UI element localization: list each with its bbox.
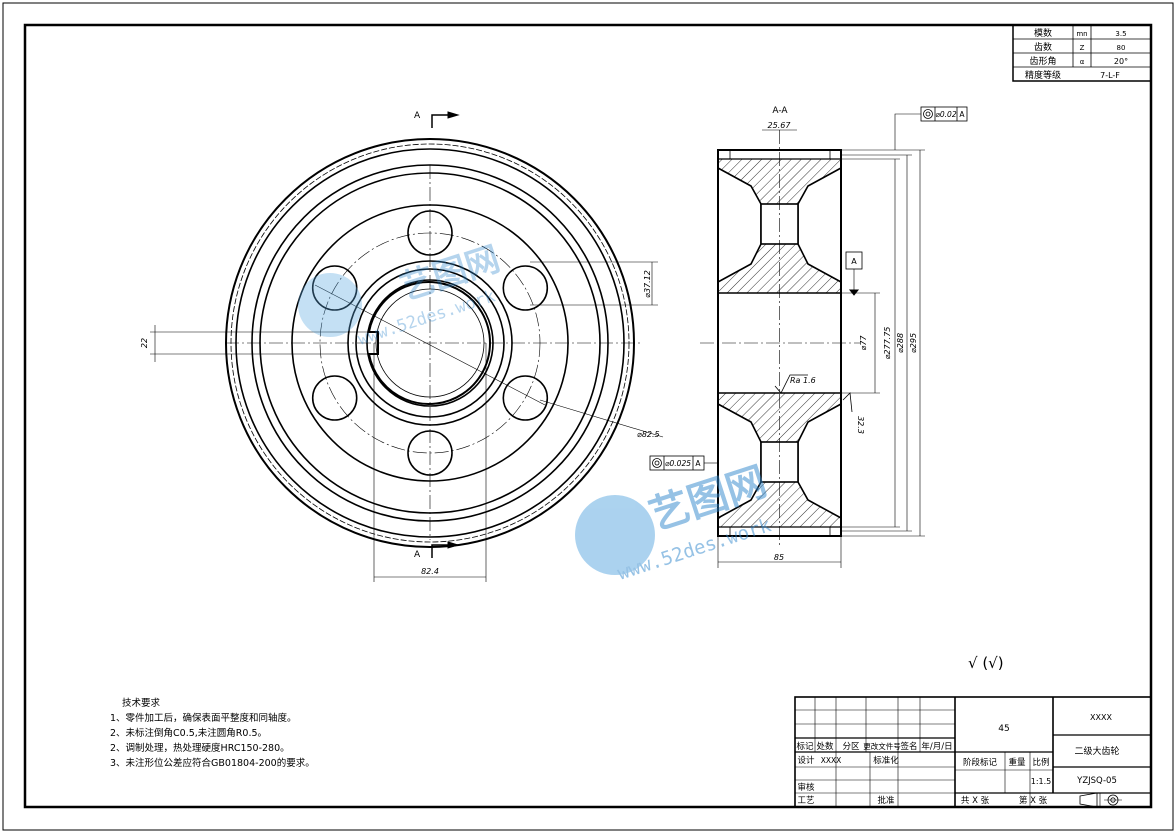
concentricity-icon bbox=[923, 109, 933, 119]
gear-parameter-table: 模数 mn 3.5 齿数 Z 80 齿形角 α 20° 精度等级 7-L-F bbox=[1012, 24, 1152, 82]
tech-line-1: 1、零件加工后，确保表面平整度和同轴度。 bbox=[110, 713, 297, 724]
tb-total: 共 X 张 bbox=[961, 796, 990, 806]
watermark-top: 艺图网 www.52des.work bbox=[298, 239, 505, 350]
dim-d3: ⌀288 bbox=[896, 333, 905, 353]
tb-mark: 标记 bbox=[796, 741, 814, 752]
tb-company: XXXX bbox=[1090, 713, 1112, 722]
param-value-2: 20° bbox=[1114, 57, 1128, 66]
tb-drawing-no: YZJSQ-05 bbox=[1076, 776, 1117, 786]
tb-stage: 阶段标记 bbox=[963, 757, 998, 768]
param-value-3: 7-L-F bbox=[1100, 71, 1120, 80]
param-name-0: 模数 bbox=[1034, 27, 1052, 39]
tb-sheet: 第 X 张 bbox=[1019, 795, 1048, 806]
dim-keyway-width: 22 bbox=[140, 338, 149, 348]
title-block-text: 标记 处数 分区 更改文件号 签名 年/月/日 设计 XXXX 标准化 审核 工… bbox=[796, 713, 1119, 806]
front-view bbox=[150, 111, 664, 582]
dim-d2: ⌀277.75 bbox=[883, 327, 892, 360]
tech-line-4: 3、未注形位公差应符合GB01804-200的要求。 bbox=[110, 758, 315, 769]
tb-change-doc: 更改文件号 bbox=[863, 741, 901, 751]
dim-bottom-width: 82.4 bbox=[421, 567, 439, 576]
dim-hole-circle: ⌀82.5 bbox=[637, 430, 660, 439]
tech-line-3: 2、调制处理，热处理硬度HRC150-280。 bbox=[110, 743, 290, 754]
section-view-labels: A-A 25.67 85 A ⌀77 ⌀277.75 ⌀288 ⌀295 Ra … bbox=[768, 106, 918, 562]
tb-zone: 分区 bbox=[842, 742, 860, 752]
tb-part-name: 二级大齿轮 bbox=[1074, 745, 1119, 757]
dim-d1: ⌀77 bbox=[859, 335, 868, 351]
roughness-label: Ra 1.6 bbox=[790, 376, 816, 385]
param-symbol-2: α bbox=[1080, 58, 1085, 66]
roughness-general: √ (√) bbox=[968, 654, 1004, 672]
param-value-1: 80 bbox=[1117, 44, 1126, 52]
param-symbol-0: mn bbox=[1076, 30, 1087, 38]
gdt-top-datum: A bbox=[959, 110, 965, 119]
title-block bbox=[794, 696, 1152, 808]
tb-count: 处数 bbox=[816, 741, 834, 752]
tech-line-2: 2、未标注倒角C0.5,未注圆角R0.5。 bbox=[110, 728, 268, 739]
gdt-top-tol: ⌀0.02 bbox=[935, 110, 956, 119]
tb-date: 年/月/日 bbox=[921, 741, 952, 752]
gdt-frame-left: ⌀0.025 A bbox=[649, 455, 705, 471]
tb-weight: 重量 bbox=[1008, 757, 1026, 768]
gdt-left-datum: A bbox=[695, 459, 701, 468]
tb-standard: 标准化 bbox=[873, 755, 899, 766]
section-view bbox=[700, 113, 925, 568]
param-name-2: 齿形角 bbox=[1029, 55, 1056, 67]
tech-title: 技术要求 bbox=[122, 698, 161, 709]
param-symbol-1: Z bbox=[1080, 44, 1085, 52]
dim-top: 25.67 bbox=[768, 121, 792, 130]
section-mark-top: A bbox=[414, 111, 421, 121]
param-value-0: 3.5 bbox=[1115, 30, 1126, 38]
front-view-labels: A A 82.4 22 ⌀37.12 ⌀82.5 bbox=[140, 111, 660, 576]
param-name-1: 齿数 bbox=[1034, 41, 1052, 53]
tb-approve: 批准 bbox=[877, 795, 895, 806]
concentricity-icon bbox=[652, 458, 662, 468]
param-name-3: 精度等级 bbox=[1025, 69, 1061, 81]
tb-process: 工艺 bbox=[797, 796, 814, 806]
gdt-left-tol: ⌀0.025 bbox=[665, 459, 691, 468]
datum-label: A bbox=[851, 257, 857, 266]
dim-d4: ⌀295 bbox=[909, 333, 918, 353]
dim-right-small: 32.3 bbox=[856, 416, 865, 434]
tb-review: 审核 bbox=[797, 782, 815, 793]
dim-width: 85 bbox=[774, 553, 784, 562]
tb-design: 设计 bbox=[797, 755, 815, 766]
technical-requirements: 技术要求 1、零件加工后，确保表面平整度和同轴度。 2、未标注倒角C0.5,未注… bbox=[110, 696, 315, 771]
section-mark-bottom: A bbox=[414, 550, 421, 560]
tb-material: 45 bbox=[998, 724, 1009, 734]
dim-keyway-depth: ⌀37.12 bbox=[643, 270, 652, 298]
section-title: A-A bbox=[772, 106, 788, 116]
gdt-frame-top: ⌀0.02 A bbox=[920, 106, 968, 122]
tb-designer: XXXX bbox=[821, 756, 842, 765]
tb-scale: 1:1.5 bbox=[1031, 777, 1052, 786]
inner-frame bbox=[23, 23, 1153, 809]
tb-ratio: 比例 bbox=[1032, 757, 1049, 768]
watermark-bottom: 艺图网 www.52des.work bbox=[575, 459, 774, 585]
tb-sign: 签名 bbox=[900, 741, 917, 752]
